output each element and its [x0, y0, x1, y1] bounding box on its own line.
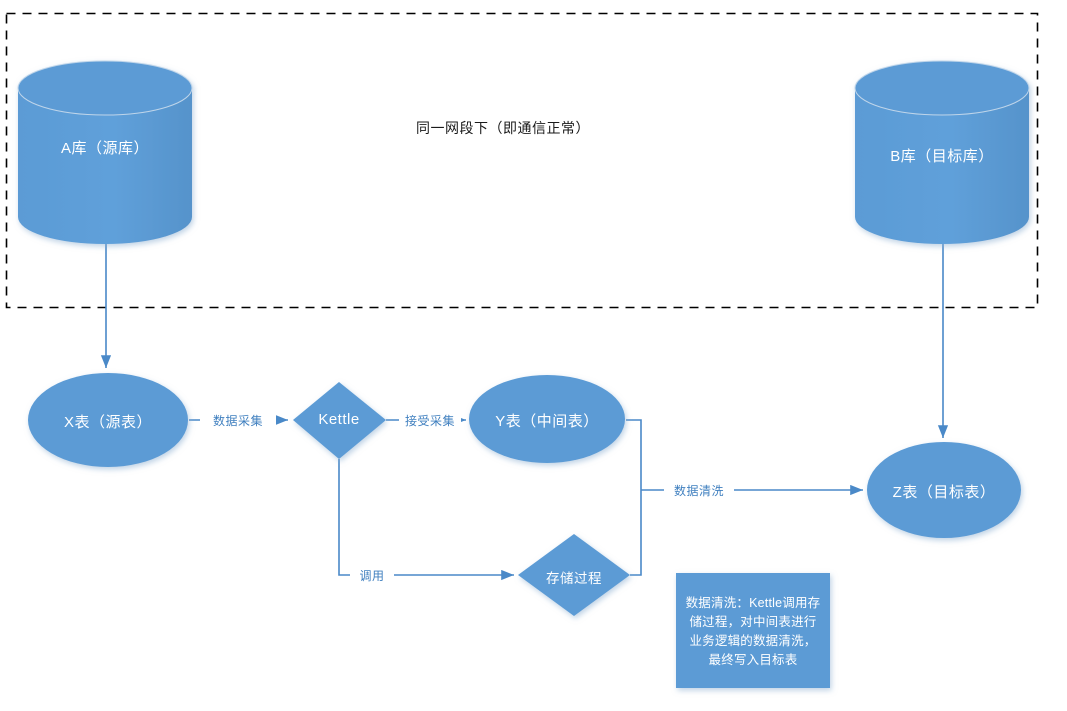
- connector-kettle-to-stored-procedure: [338, 459, 514, 581]
- note-line-2: 储过程，对中间表进行: [689, 615, 817, 629]
- zone-caption: 同一网段下（即通信正常）: [416, 120, 590, 136]
- kettle-diamond[interactable]: [293, 382, 386, 459]
- edge-label-call: 调用: [350, 567, 394, 584]
- note-box: [676, 573, 830, 688]
- db-b-cylinder[interactable]: [854, 60, 1030, 244]
- db-a-cylinder[interactable]: [17, 60, 193, 244]
- stored-procedure-diamond[interactable]: [518, 534, 630, 616]
- connector-to-table-z-cleaning: [626, 419, 642, 576]
- same-network-segment-zone-border: [5, 12, 1039, 309]
- note-line-3: 业务逻辑的数据清洗，: [689, 634, 817, 648]
- note-line-4: 最终写入目标表: [708, 653, 798, 667]
- note-line-1: 数据清洗：Kettle调用存: [685, 596, 821, 610]
- edge-label-collect: 数据采集: [200, 412, 276, 429]
- note-box-text: 数据清洗：Kettle调用存 储过程，对中间表进行 业务逻辑的数据清洗， 最终写…: [678, 594, 828, 670]
- edge-label-clean: 数据清洗: [664, 482, 734, 499]
- table-y-ellipse[interactable]: [469, 375, 625, 463]
- table-z-ellipse[interactable]: [867, 442, 1021, 538]
- edge-label-receive-collect: 接受采集: [399, 412, 461, 429]
- table-x-ellipse[interactable]: [28, 373, 188, 467]
